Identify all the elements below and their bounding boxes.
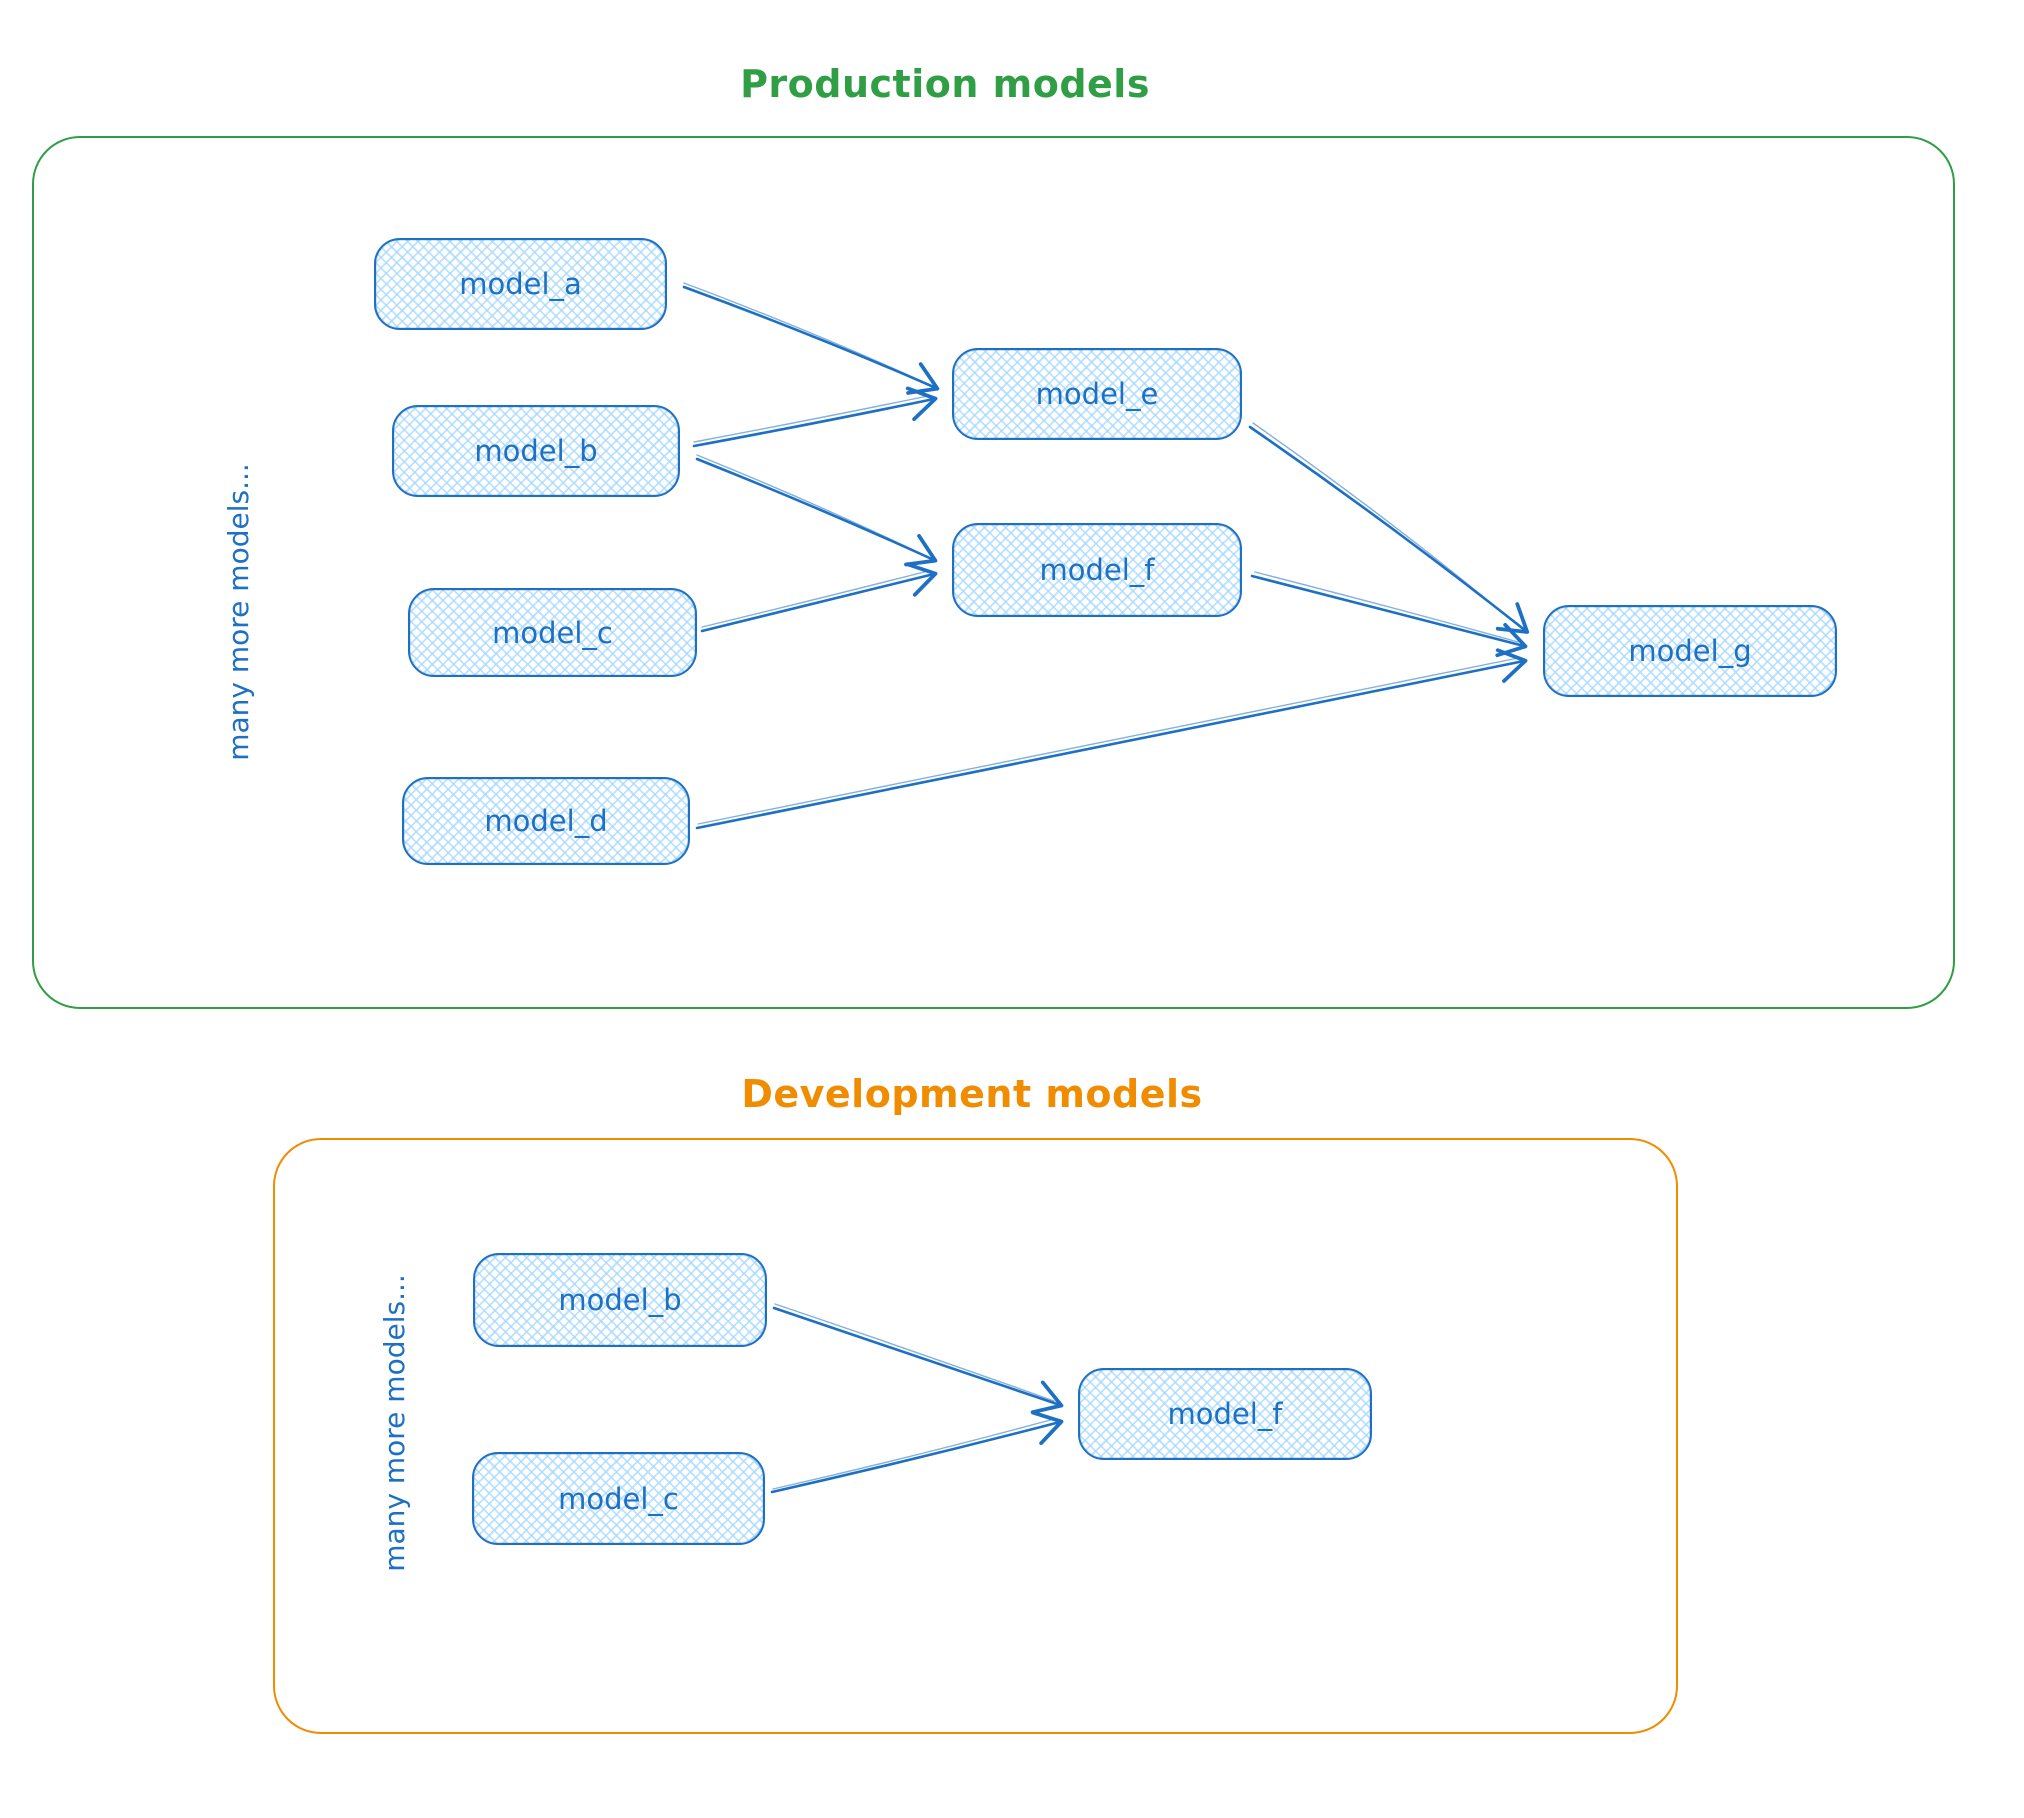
node-label: model_b [558, 1283, 682, 1317]
node-model-c: model_c [408, 588, 697, 677]
node-label: model_b [474, 434, 598, 468]
node-label: model_f [1039, 553, 1155, 587]
dev-node-model-b: model_b [473, 1253, 767, 1347]
node-label: model_a [459, 267, 582, 301]
node-model-a: model_a [374, 238, 667, 330]
production-side-note: many more models... [222, 463, 255, 761]
node-label: model_e [1035, 377, 1159, 411]
dev-node-model-f: model_f [1078, 1368, 1372, 1460]
node-model-g: model_g [1543, 605, 1837, 697]
production-container [32, 136, 1955, 1009]
development-container [273, 1138, 1678, 1734]
node-label: model_c [492, 615, 613, 650]
node-model-d: model_d [402, 777, 690, 865]
node-label: model_g [1628, 634, 1752, 668]
node-label: model_c [558, 1481, 679, 1516]
production-title: Production models [740, 62, 1150, 106]
node-model-f: model_f [952, 523, 1242, 617]
node-model-e: model_e [952, 348, 1242, 440]
node-label: model_f [1167, 1397, 1283, 1431]
development-title: Development models [741, 1072, 1203, 1116]
node-label: model_d [484, 804, 608, 838]
node-model-b: model_b [392, 405, 680, 497]
dev-node-model-c: model_c [472, 1452, 765, 1545]
development-side-note: many more models... [378, 1274, 411, 1572]
